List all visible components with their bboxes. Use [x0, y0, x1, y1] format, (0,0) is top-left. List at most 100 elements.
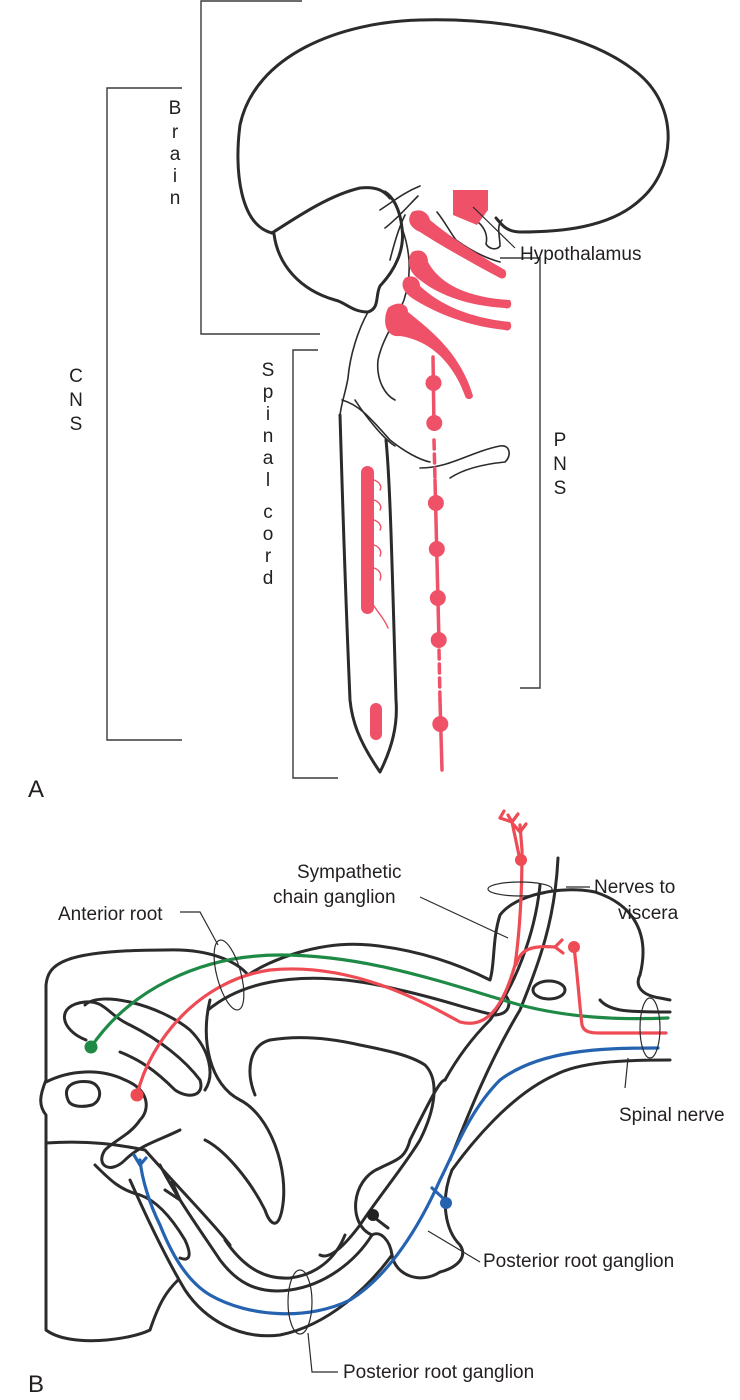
- posterior-root-ganglion-label: Posterior root ganglion: [483, 1251, 674, 1272]
- preganglionic-cell-body: [130, 1088, 144, 1102]
- white-matter-boundary: [203, 998, 286, 1225]
- postganglionic-ending: [498, 809, 520, 824]
- postganglionic-cell-body-upper: [515, 854, 527, 866]
- anterior-root-leader: [180, 911, 219, 946]
- dark-neuron-cell-body: [367, 1209, 379, 1221]
- spinal-cord-label-letter: d: [263, 568, 274, 589]
- dorsal-column: [44, 1140, 232, 1247]
- svg-text:i: i: [173, 166, 177, 187]
- synapse-terminal-2: [512, 822, 528, 834]
- sympathetic-ganglion: [432, 716, 449, 732]
- cranial-nucleus-3: [402, 276, 512, 331]
- visceral-nerve: [448, 856, 560, 1162]
- hypothalamus-leader: [472, 206, 516, 249]
- synapse-terminal-1: [553, 938, 565, 955]
- anterior-funiculus: [248, 1036, 436, 1258]
- spinal-nerve-label: Spinal nerve: [619, 1105, 725, 1126]
- spinal-cord-bracket: [292, 349, 338, 779]
- posterior-root-ganglion-leader-2: [307, 1332, 338, 1373]
- nerves-to-viscera-callout: [487, 881, 553, 897]
- posterior-root-mid: [223, 1233, 347, 1280]
- dorsal-column-inner: [93, 1163, 191, 1261]
- cranial-nucleus-2: [408, 250, 512, 309]
- cord-cross-section-outline: [163, 888, 672, 1002]
- nerves-to-viscera-label-line2: viscera: [618, 903, 679, 924]
- cns-bracket: [106, 87, 182, 741]
- svg-text:r: r: [172, 122, 179, 143]
- lateral-horn-column: [361, 466, 374, 614]
- preganglionic-branch: [514, 944, 557, 967]
- sympathetic-leader: [419, 896, 509, 939]
- dark-neuron-terminal: [163, 1180, 182, 1202]
- chain-line-lower: [438, 698, 444, 772]
- cranial-nucleus-1: [409, 210, 507, 279]
- sympathetic-ganglion: [428, 541, 445, 557]
- sympathetic-chain: [425, 355, 449, 772]
- dark-neuron-process: [373, 1216, 390, 1230]
- chain-line-dashed-1: [432, 438, 437, 482]
- grey-commissure: [65, 1080, 102, 1108]
- sensory-terminal: [132, 1153, 148, 1167]
- chain-line-dashed-2: [437, 648, 442, 702]
- sensory-cell-process: [430, 1186, 446, 1201]
- spinal-cord-label-letter: n: [263, 426, 274, 447]
- brain-bracket: [200, 0, 320, 335]
- ganglion-hole: [531, 979, 567, 1001]
- brainstem-outline: [339, 311, 369, 416]
- svg-text:n: n: [170, 188, 181, 209]
- anterior-horn: [63, 1000, 203, 1097]
- posterior-root-callout: [287, 1269, 313, 1335]
- spinal-cord-label-letter: i: [266, 404, 270, 425]
- cord-fold-b: [354, 399, 396, 447]
- vagus-branch: [419, 445, 510, 479]
- anterior-root-callout: [213, 939, 245, 1011]
- spinal-nerve-trunk-top: [598, 998, 672, 1014]
- spinal-nerve-leader: [624, 1057, 629, 1089]
- spinal-nerve-callout: [639, 997, 661, 1059]
- cranial-nucleus-4: [385, 303, 473, 399]
- cerebrum-underside: [270, 186, 392, 235]
- posterior-root-label: Posterior root ganglion: [343, 1362, 534, 1383]
- panel-b: Sympathetic chain ganglion Anterior root…: [28, 809, 725, 1398]
- spinal-cord-label-letter: o: [263, 524, 274, 545]
- spinal-cord-label-letter: r: [265, 546, 272, 567]
- cranial-nerve-nuclei: [385, 210, 512, 399]
- panel-b-letter: B: [28, 1371, 44, 1398]
- sensory-cell-body: [440, 1197, 452, 1209]
- spinal-cord-label-letter: a: [263, 448, 274, 469]
- spinal-cord-outline: [338, 413, 398, 774]
- sympathetic-ganglion: [425, 375, 442, 391]
- cord-body-left: [39, 948, 180, 1343]
- svg-text:C: C: [69, 366, 83, 387]
- svg-text:N: N: [553, 454, 567, 475]
- preganglionic-sympathetic-neuron: [135, 823, 524, 1097]
- svg-text:B: B: [169, 98, 182, 119]
- lateral-horn-branches: [373, 479, 389, 629]
- hypothalamus-shape: [453, 190, 488, 225]
- svg-text:P: P: [554, 430, 567, 451]
- sympathetic-ganglion: [426, 415, 443, 431]
- lateral-horn: [83, 997, 212, 1092]
- anterior-root-label: Anterior root: [58, 904, 163, 925]
- cerebrum-outline: [236, 18, 670, 235]
- sympathetic-ganglion: [427, 495, 444, 511]
- svg-text:S: S: [70, 414, 83, 435]
- sympathetic-ganglion: [430, 632, 447, 648]
- brainstem-fold-1: [379, 185, 421, 261]
- spinal-nerve-trunk-bottom: [450, 1058, 672, 1172]
- sympathetic-ganglion: [429, 590, 446, 606]
- spinal-cord-label-letter: S: [262, 360, 275, 381]
- sympathetic-chain-ganglion-label-line2: chain ganglion: [273, 887, 396, 908]
- svg-text:S: S: [554, 478, 567, 499]
- spinal-cord-label-letter: l: [266, 470, 270, 491]
- cord-fold: [341, 399, 431, 463]
- svg-text:a: a: [170, 144, 181, 165]
- spinal-cord-label-letter: p: [263, 382, 274, 403]
- sympathetic-chain-ganglion-label-line1: Sympathetic: [297, 862, 402, 883]
- postganglionic-gray-ramus: [572, 945, 668, 1035]
- spinal-cord-label-letter: c: [263, 502, 273, 523]
- brain-label: B r a i n: [169, 98, 182, 209]
